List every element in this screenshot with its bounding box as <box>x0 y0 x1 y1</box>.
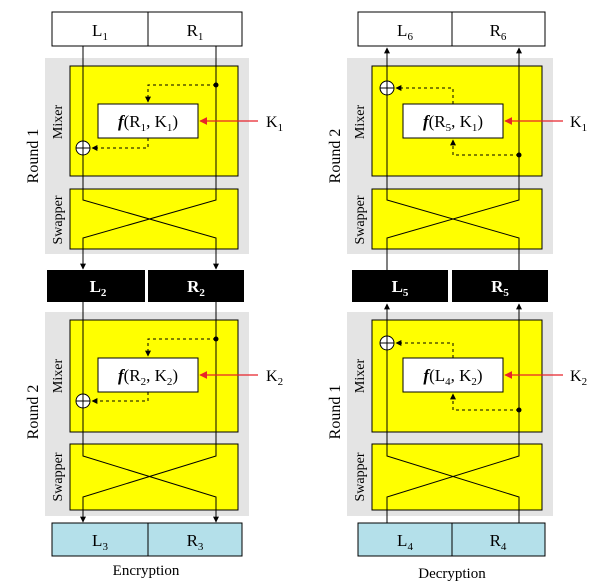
dec-f-bottom-label: f(L4, K2) <box>423 366 482 388</box>
dec-round-bottom: f(L4, K2) Mixer Swapper Round 1 K2 <box>327 303 587 523</box>
dec-top-swapper-label: Swapper <box>353 195 368 244</box>
enc-l3-label: L3 <box>92 531 108 553</box>
enc-round2-label: Round 2 <box>25 385 42 440</box>
dec-f-top-label: f(R5, K1) <box>423 112 483 134</box>
enc-r1-mixer-label: Mixer <box>51 105 66 140</box>
dec-r5-label: R5 <box>491 277 509 299</box>
enc-output-block: L3 R3 <box>51 522 243 557</box>
encryption-column: L1 R1 f(R1, K1) Mixer Swapper Round 1 <box>25 11 283 579</box>
enc-middle-block: L2 R2 <box>47 270 244 302</box>
enc-f1-label: f(R1, K1) <box>118 112 178 134</box>
dec-k1-label: K1 <box>570 114 587 134</box>
dec-middle-block: L5 R5 <box>352 270 548 302</box>
enc-k1-label: K1 <box>266 114 283 134</box>
enc-k2-label: K2 <box>266 368 283 388</box>
dec-output-block: L6 R6 <box>357 11 546 47</box>
enc-l2-label: L2 <box>90 277 107 299</box>
dec-l5-label: L5 <box>392 277 409 299</box>
dec-round-bottom-label: Round 1 <box>327 385 344 440</box>
dec-l4-label: L4 <box>397 531 413 553</box>
enc-r2-mixer-label: Mixer <box>51 359 66 394</box>
decryption-caption: Decryption <box>418 566 486 582</box>
enc-round2: f(R2, K2) Mixer Swapper Round 2 K2 <box>25 302 283 523</box>
enc-r2-swapper-label: Swapper <box>51 452 66 501</box>
enc-r2-label: R2 <box>187 277 205 299</box>
enc-input-block: L1 R1 <box>51 11 243 47</box>
enc-f2-label: f(R2, K2) <box>118 366 178 388</box>
dec-bottom-swapper-label: Swapper <box>353 452 368 501</box>
dec-r4-label: R4 <box>490 531 507 553</box>
enc-r1-swapper-label: Swapper <box>51 195 66 244</box>
dec-bottom-mixer-label: Mixer <box>353 359 368 394</box>
dec-top-mixer-label: Mixer <box>353 105 368 140</box>
dec-r6-label: R6 <box>490 21 507 43</box>
dec-l6-label: L6 <box>397 21 413 43</box>
enc-l1-label: L1 <box>92 21 108 43</box>
enc-r1-label: R1 <box>187 21 204 43</box>
dec-k2-label: K2 <box>570 368 587 388</box>
encryption-caption: Encryption <box>113 563 180 579</box>
dec-round-top: f(R5, K1) Mixer Swapper Round 2 K1 <box>327 47 587 270</box>
dec-input-block: L4 R4 <box>357 522 546 557</box>
enc-round1: f(R1, K1) Mixer Swapper Round 1 K1 <box>25 46 283 270</box>
enc-r3-label: R3 <box>187 531 204 553</box>
enc-round1-label: Round 1 <box>25 129 42 184</box>
dec-round-top-label: Round 2 <box>327 129 344 184</box>
decryption-column: L6 R6 f(R5, K1) Mixer Swapper Round 2 <box>327 11 587 582</box>
